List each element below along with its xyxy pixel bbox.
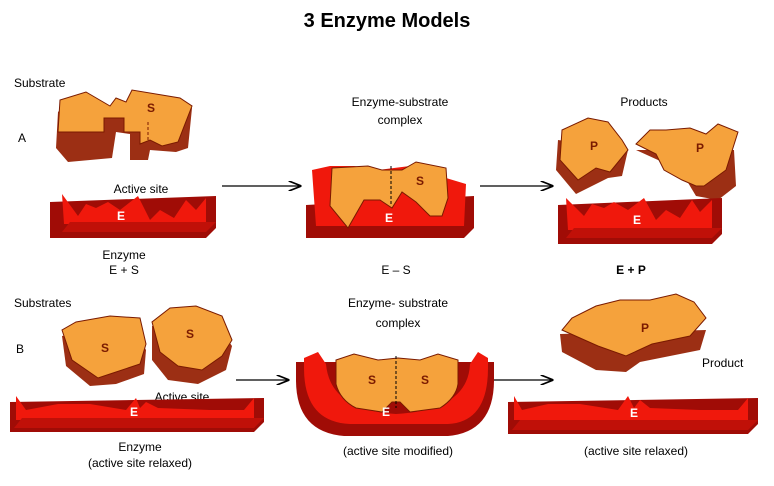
product-a-2-mark: P — [696, 141, 704, 155]
model-a: Substrate A S Active site E Enzyme E + S… — [14, 76, 739, 277]
substrate-b-2: S — [151, 305, 233, 384]
substrate-b-1: S — [61, 315, 147, 386]
enzyme-b-after: E — [508, 396, 758, 434]
substrate-b-1-mark: S — [101, 341, 109, 355]
substrate-a: S — [56, 89, 193, 162]
enzyme-label-a: Enzyme — [102, 248, 146, 262]
complex-label-a-line2: complex — [378, 113, 423, 127]
substrate-label: Substrate — [14, 76, 66, 90]
substrate-a-mark: S — [147, 101, 155, 115]
complex-b-e-mark: E — [382, 405, 390, 419]
product-a-1: P — [556, 117, 629, 194]
caption-b-2: (active site modified) — [343, 444, 453, 458]
enzyme-b-mark: E — [130, 405, 138, 419]
equation-e-s: E – S — [381, 263, 410, 277]
product-a-2: P — [635, 123, 739, 200]
complex-b-s1-mark: S — [368, 373, 376, 387]
product-a-1-mark: P — [590, 139, 598, 153]
enzyme-a: E — [50, 194, 216, 238]
equation-e-plus-s: E + S — [109, 263, 139, 277]
product-label: Product — [702, 356, 744, 370]
complex-a: S E — [306, 161, 474, 238]
enzyme-b-after-mark: E — [630, 406, 638, 420]
substrate-b-2-mark: S — [186, 327, 194, 341]
complex-label-b-line2: complex — [376, 316, 421, 330]
product-b-mark: P — [641, 321, 649, 335]
model-b: Substrates B S S Active site E Enzyme (a… — [10, 293, 758, 470]
equation-e-plus-p: E + P — [616, 263, 646, 277]
active-site-label-a: Active site — [114, 182, 169, 196]
complex-a-e-mark: E — [385, 211, 393, 225]
product-b: P — [560, 293, 707, 372]
caption-b-1: (active site relaxed) — [88, 456, 192, 470]
substrates-label: Substrates — [14, 296, 71, 310]
enzyme-a-mark: E — [117, 209, 125, 223]
complex-label-a-line1: Enzyme-substrate — [352, 95, 449, 109]
products-label: Products — [620, 95, 667, 109]
complex-b: S S E — [296, 352, 494, 436]
enzyme-a-after-mark: E — [633, 213, 641, 227]
row-b-label: B — [16, 342, 24, 356]
complex-a-s-mark: S — [416, 174, 424, 188]
complex-label-b-line1: Enzyme- substrate — [348, 296, 448, 310]
figure-title: 3 Enzyme Models — [304, 10, 471, 32]
caption-b-3: (active site relaxed) — [584, 444, 688, 458]
row-a-label: A — [18, 131, 26, 145]
enzyme-label-b: Enzyme — [118, 440, 162, 454]
enzyme-b: E — [10, 396, 264, 432]
complex-b-s2-mark: S — [421, 373, 429, 387]
enzyme-a-after: E — [558, 198, 722, 244]
